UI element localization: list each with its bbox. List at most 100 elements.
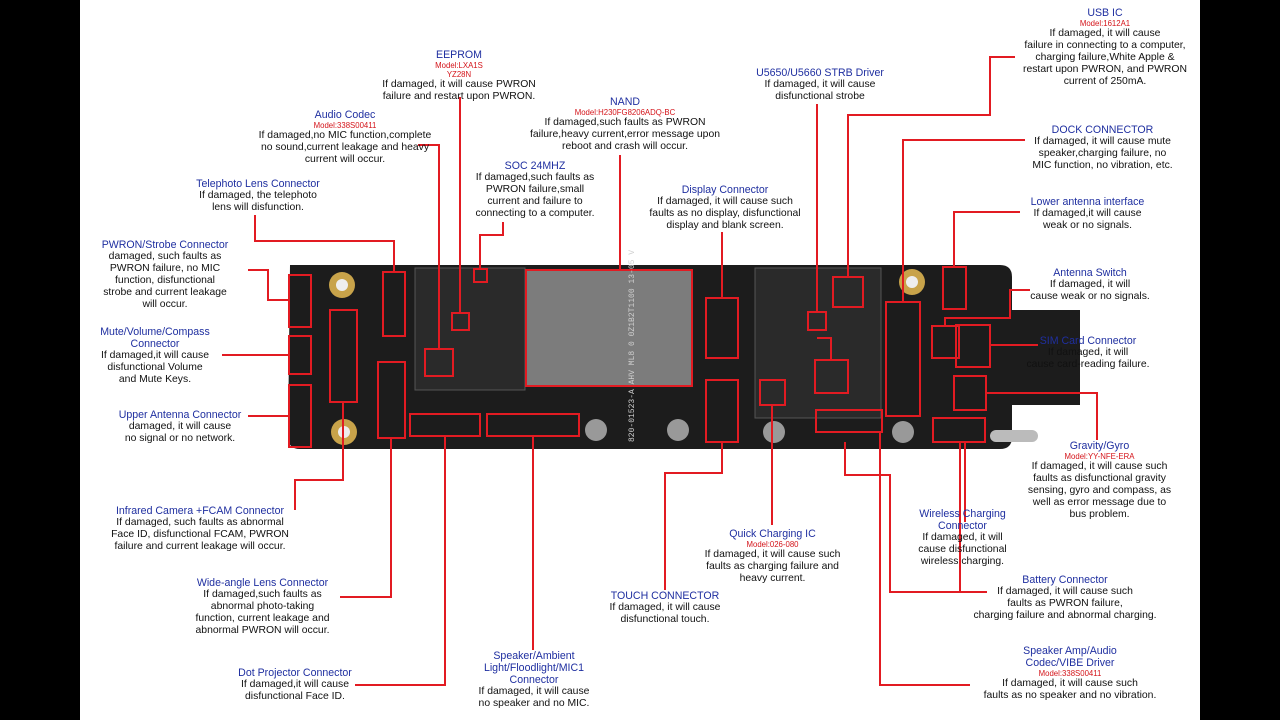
leader-speaker-amp: [879, 432, 970, 686]
label-desc: damaged, it will cause no signal or no n…: [124, 421, 236, 444]
label-model: Model:026-080: [746, 540, 799, 549]
screw-pad: [585, 419, 607, 441]
label-lower-antenna: Lower antenna interface If damaged,it wi…: [1015, 196, 1160, 232]
label-title: Lower antenna interface: [1030, 196, 1145, 208]
leader-usb-ic: [847, 56, 1015, 277]
label-title: Antenna Switch: [1053, 267, 1127, 279]
label-title: Battery Connector: [1022, 574, 1108, 586]
leader-dot-projector: [355, 436, 446, 686]
leader-pwron: [248, 269, 289, 301]
label-desc: If damaged, such faults as abnormal Face…: [111, 517, 289, 552]
label-desc: If damaged, it will cause such faults as…: [1027, 461, 1172, 520]
label-desc: If damaged, it will cause such faults as…: [649, 196, 801, 231]
label-desc: If damaged,such faults as PWRON failure,…: [475, 172, 595, 219]
label-model: Model:LXA1S YZ28N: [435, 61, 483, 79]
label-title: Upper Antenna Connector: [118, 409, 242, 421]
leader-lines: [222, 56, 1098, 686]
label-desc: If damaged,such faults as abnormal photo…: [195, 589, 330, 636]
label-title: SIM Card Connector: [1039, 335, 1137, 347]
label-upper-antenna: Upper Antenna Connector damaged, it will…: [100, 409, 260, 445]
nand-chip: [526, 270, 692, 386]
screw-pad: [892, 421, 914, 443]
screw-pad: [763, 421, 785, 443]
label-audio-codec: Audio Codec Model:338S00411 If damaged,n…: [235, 109, 455, 166]
label-title: Quick Charging IC: [729, 528, 816, 540]
label-dot-projector: Dot Projector Connector If damaged,it wi…: [220, 667, 370, 703]
mount-hole: [906, 276, 918, 288]
leader-wide-angle: [340, 438, 392, 598]
label-model: Model:338S00411: [313, 121, 377, 130]
label-desc: If damaged, it will cause failure in con…: [1023, 28, 1187, 87]
label-sim: SIM Card Connector If damaged, it will c…: [1013, 335, 1163, 371]
leader-touch: [664, 442, 723, 590]
label-title: PWRON/Strobe Connector: [101, 239, 229, 251]
label-title: Display Connector: [681, 184, 769, 196]
label-title: Wireless Charging Connector: [919, 508, 1006, 532]
leader-strb-2: [817, 337, 832, 360]
label-gravity: Gravity/Gyro Model:YY-NFE-ERA If damaged…: [1017, 440, 1182, 521]
label-model: Model:338S00411: [1038, 669, 1102, 678]
label-title: DOCK CONNECTOR: [1051, 124, 1154, 136]
label-infrared: Infrared Camera +FCAM Connector If damag…: [90, 505, 310, 553]
label-model: Model:YY-NFE-ERA: [1064, 452, 1135, 461]
label-speaker-amp: Speaker Amp/Audio Codec/VIBE Driver Mode…: [970, 645, 1170, 702]
label-title: SOC 24MHZ: [504, 160, 566, 172]
label-telephoto: Telephoto Lens Connector If damaged, the…: [178, 178, 338, 214]
label-title: Telephoto Lens Connector: [196, 178, 320, 190]
label-desc: If damaged,it will cause disfunctional V…: [100, 350, 209, 385]
label-model: Model:H230FG8206ADQ-BC: [574, 108, 676, 117]
label-title: Infrared Camera +FCAM Connector: [115, 505, 285, 517]
label-desc: If damaged, it will cause PWRON failure …: [382, 79, 536, 102]
mount-hole: [336, 279, 348, 291]
box-speaker-amp: [815, 409, 883, 433]
label-title: Speaker Amp/Audio Codec/VIBE Driver: [1023, 645, 1117, 669]
label-battery: Battery Connector If damaged, it will ca…: [960, 574, 1170, 622]
leader-telephoto: [254, 215, 395, 272]
label-mute-volume: Mute/Volume/Compass Connector If damaged…: [85, 326, 225, 386]
label-title: TOUCH CONNECTOR: [610, 590, 720, 602]
label-title: Dot Projector Connector: [238, 667, 352, 679]
label-title: Mute/Volume/Compass Connector: [100, 326, 210, 350]
gravity-bracket: [990, 430, 1038, 442]
label-dock: DOCK CONNECTOR If damaged, it will cause…: [1015, 124, 1190, 172]
label-desc: If damaged,such faults as PWRON failure,…: [529, 117, 720, 152]
label-wide-angle: Wide-angle Lens Connector If damaged,suc…: [175, 577, 350, 637]
label-pwron-strobe: PWRON/Strobe Connector damaged, such fau…: [85, 239, 245, 311]
leader-lower-ant: [953, 211, 1020, 267]
label-desc: If damaged,it will cause disfunctional F…: [240, 679, 349, 702]
label-title: Speaker/Ambient Light/Floodlight/MIC1 Co…: [483, 650, 585, 686]
label-desc: If damaged, it will cause disfunctional …: [764, 79, 876, 102]
label-desc: If damaged, it will cause weak or no sig…: [1030, 279, 1150, 302]
screw-pad: [667, 419, 689, 441]
label-title: Audio Codec: [314, 109, 376, 121]
leader-infrared: [294, 402, 344, 510]
label-title: Gravity/Gyro: [1069, 440, 1130, 452]
label-desc: If damaged, it will cause disfunctional …: [918, 532, 1007, 567]
label-title: EEPROM: [436, 49, 482, 61]
leader-soc: [479, 222, 504, 269]
leader-gravity: [986, 392, 1098, 440]
label-desc: If damaged, it will cause such faults as…: [704, 549, 841, 584]
label-desc: If damaged, it will cause card-reading f…: [1026, 347, 1150, 370]
box-nand: [525, 269, 693, 387]
label-quick-charging: Quick Charging IC Model:026-080 If damag…: [685, 528, 860, 585]
label-soc: SOC 24MHZ If damaged,such faults as PWRO…: [455, 160, 615, 220]
leader-battery-2: [844, 442, 987, 593]
label-speaker-ambient: Speaker/Ambient Light/Floodlight/MIC1 Co…: [465, 650, 603, 710]
label-display: Display Connector If damaged, it will ca…: [635, 184, 815, 232]
leader-audio-codec: [418, 144, 440, 349]
label-desc: If damaged, it will cause no speaker and…: [478, 686, 590, 709]
diagram-canvas: 820-01523-A AHV ML8 0 0Z1B2T1100 13-05 V…: [80, 0, 1200, 720]
label-antenna-switch: Antenna Switch If damaged, it will cause…: [1025, 267, 1155, 303]
label-desc: If damaged, the telephoto lens will disf…: [199, 190, 317, 213]
label-nand: NAND Model:H230FG8206ADQ-BC If damaged,s…: [510, 96, 740, 153]
label-usb-ic: USB IC Model:1612A1 If damaged, it will …: [1010, 7, 1200, 88]
label-title: Wide-angle Lens Connector: [196, 577, 329, 589]
label-eeprom: EEPROM Model:LXA1S YZ28N If damaged, it …: [370, 49, 548, 103]
label-desc: If damaged, it will cause disfunctional …: [609, 602, 721, 625]
label-title: U5650/U5660 STRB Driver: [756, 67, 884, 79]
leader-ant-switch: [944, 289, 1030, 326]
label-touch: TOUCH CONNECTOR If damaged, it will caus…: [595, 590, 735, 626]
label-desc: damaged, such faults as PWRON failure, n…: [103, 251, 227, 310]
logic-board: [288, 265, 1080, 449]
